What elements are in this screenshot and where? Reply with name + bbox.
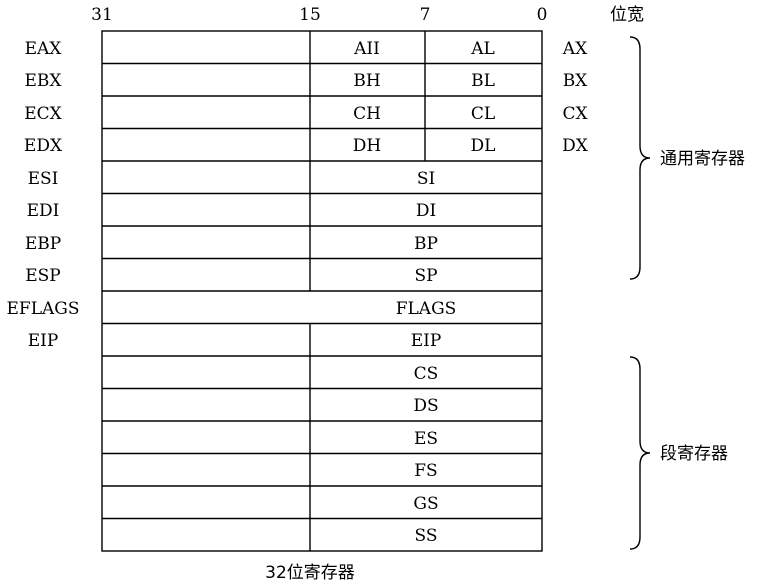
cell-bl: BL <box>471 71 495 91</box>
cell-ds: DS <box>413 396 438 416</box>
bit-marker-15: 15 <box>299 5 321 25</box>
reg16-ax: AX <box>562 39 588 59</box>
reg16-cx: CX <box>562 104 588 124</box>
reg32-ecx: ECX <box>24 104 62 124</box>
reg32-eip: EIP <box>28 331 59 351</box>
general-registers-label: 通用寄存器 <box>660 149 745 169</box>
cell-sp: SP <box>414 266 437 286</box>
cell-es: ES <box>414 429 438 449</box>
reg32-esi: ESI <box>28 169 59 189</box>
reg32-edx: EDX <box>24 136 63 156</box>
reg32-ebp: EBP <box>25 234 61 254</box>
right-register-names: AX BX CX DX <box>562 39 589 156</box>
cell-dl: DL <box>471 136 496 156</box>
segment-register-brace <box>629 356 651 550</box>
cell-eip: EIP <box>411 331 442 351</box>
column-dividers <box>309 31 426 551</box>
segment-registers-label: 段寄存器 <box>660 444 728 464</box>
bit-marker-0: 0 <box>537 5 548 25</box>
reg32-edi: EDI <box>27 201 60 221</box>
reg32-eflags: EFLAGS <box>7 299 80 319</box>
bit-marker-31: 31 <box>91 5 113 25</box>
cell-gs: GS <box>413 494 438 514</box>
reg32-ebx: EBX <box>24 71 62 91</box>
reg16-bx: BX <box>563 71 588 91</box>
cell-fs: FS <box>414 461 437 481</box>
cell-cl: CL <box>471 104 495 124</box>
cell-si: SI <box>417 169 435 189</box>
left-register-names: EAX EBX ECX EDX ESI EDI EBP ESP EFLAGS E… <box>7 39 80 351</box>
general-register-brace <box>629 36 651 280</box>
row-separators <box>102 62 542 520</box>
cell-ss: SS <box>415 526 438 546</box>
bit-width-label: 位宽 <box>610 5 644 25</box>
cell-ch: CH <box>353 104 381 124</box>
register-cells: AII AL BH BL CH CL DH DL SI DI BP SP FLA… <box>353 39 496 546</box>
cell-bh: BH <box>353 71 380 91</box>
cell-cs: CS <box>414 364 439 384</box>
cell-al: AL <box>470 39 495 59</box>
bottom-caption: 32位寄存器 <box>265 563 355 583</box>
reg32-esp: ESP <box>25 266 61 286</box>
cell-flags: FLAGS <box>396 299 457 319</box>
reg16-dx: DX <box>562 136 589 156</box>
cell-ah: AII <box>353 39 380 59</box>
cell-dh: DH <box>353 136 381 156</box>
cell-di: DI <box>416 201 436 221</box>
cell-bp: BP <box>414 234 438 254</box>
bit-marker-7: 7 <box>420 5 431 25</box>
reg32-eax: EAX <box>25 39 63 59</box>
